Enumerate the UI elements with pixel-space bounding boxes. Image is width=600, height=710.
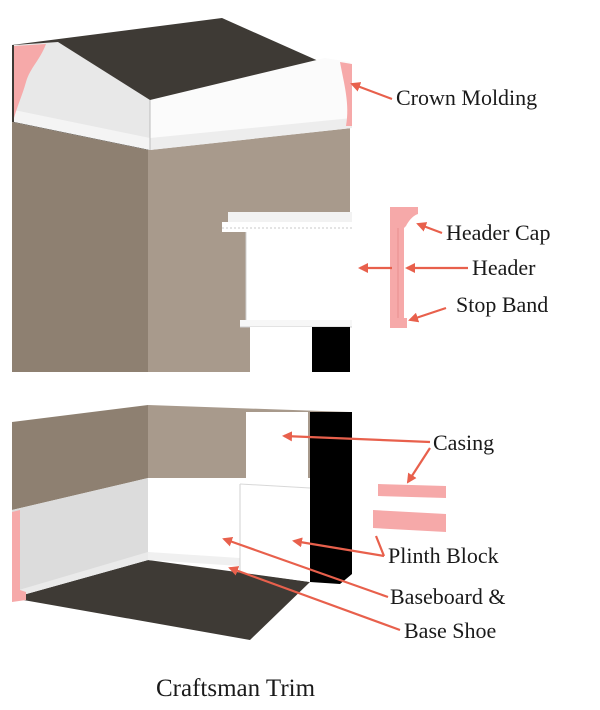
plinth-block-profile [373, 510, 446, 532]
header-cap-arrow [416, 222, 443, 235]
floor [12, 560, 310, 640]
plinth-arrow-room [292, 537, 385, 558]
label-baseboard: Baseboard & [390, 584, 505, 609]
crown-molding-arrow [350, 82, 393, 101]
upper-room-illustration [12, 18, 418, 372]
diagram-caption: Craftsman Trim [156, 675, 316, 702]
casing-arrow-room [282, 431, 431, 444]
header [246, 232, 350, 320]
casing-profile [378, 484, 446, 498]
crown-molding-profile-left [14, 44, 46, 118]
label-header-cap: Header Cap [446, 220, 550, 245]
casing-arrow-profile [406, 447, 431, 484]
stop-band [240, 320, 352, 327]
label-casing: Casing [433, 430, 494, 455]
lower-casing [246, 412, 308, 488]
baseboard-arrow [222, 536, 389, 599]
label-base-shoe: Base Shoe [404, 618, 496, 643]
labels: Crown Molding Header Cap Header Stop Ban… [388, 85, 550, 643]
crown-molding-profile-right [340, 62, 352, 126]
plinth-block [240, 484, 310, 582]
lower-doorway [310, 412, 352, 584]
base-shoe-arrow [228, 566, 401, 632]
stop-band-arrow [408, 306, 447, 323]
label-stop-band: Stop Band [456, 292, 548, 317]
upper-doorway [312, 327, 350, 372]
lower-room-illustration [12, 405, 446, 640]
left-wall-lower [12, 405, 148, 510]
leader-arrows [222, 82, 468, 632]
baseboard-right [148, 478, 240, 566]
label-plinth-block: Plinth Block [388, 543, 499, 568]
baseboard-profile [12, 510, 26, 602]
left-wall-upper [12, 122, 148, 372]
header-profile [390, 207, 418, 328]
label-header: Header [472, 255, 536, 280]
plinth-arrow-profile [374, 535, 386, 557]
upper-casing [250, 327, 312, 372]
base-shoe [148, 552, 240, 566]
label-crown-molding: Crown Molding [396, 85, 537, 110]
